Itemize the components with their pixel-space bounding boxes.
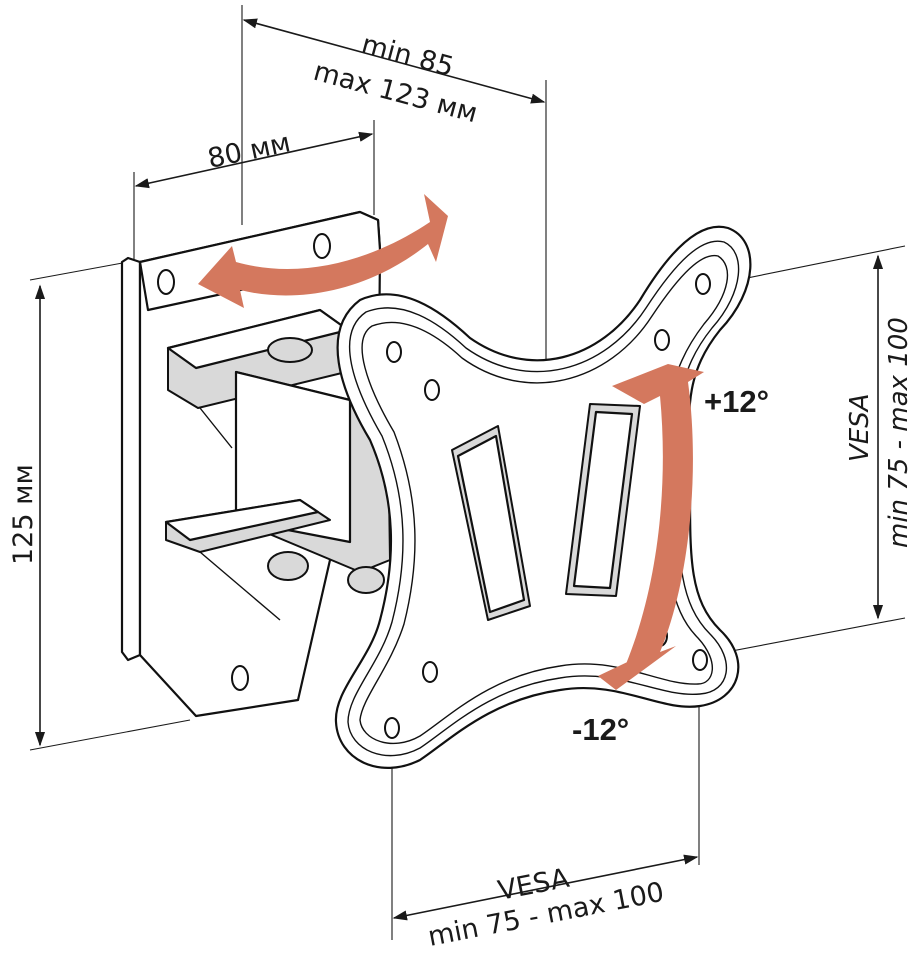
dimension-height-label: 125 мм bbox=[8, 464, 39, 565]
wall-plate-hole-top-left bbox=[157, 269, 175, 295]
wall-plate-hole-top-right bbox=[313, 233, 331, 259]
vesa-hole-5 bbox=[422, 661, 438, 683]
swivel-arrow bbox=[198, 194, 448, 308]
wall-plate-hole-bottom bbox=[231, 665, 249, 691]
vesa-hole-2 bbox=[424, 379, 440, 401]
vesa-hole-1 bbox=[386, 341, 402, 363]
dimension-height: 125 мм bbox=[8, 261, 191, 751]
vesa-hole-3 bbox=[695, 273, 711, 295]
vesa-hole-4 bbox=[654, 329, 670, 351]
dimension-vesa-right: VESA min 75 - max 100 bbox=[687, 245, 913, 658]
hinge-arm bbox=[164, 308, 391, 621]
vesa-hole-6 bbox=[384, 717, 400, 739]
vesa-hole-7 bbox=[692, 649, 708, 671]
dimension-bracket-width-label: 80 мм bbox=[205, 127, 293, 175]
tilt-arrow bbox=[598, 364, 704, 690]
tilt-down-label: -12° bbox=[572, 712, 629, 747]
vesa-right-title: VESA bbox=[845, 393, 875, 462]
tilt-up-label: +12° bbox=[704, 384, 769, 419]
vesa-right-range: min 75 - max 100 bbox=[884, 317, 913, 548]
